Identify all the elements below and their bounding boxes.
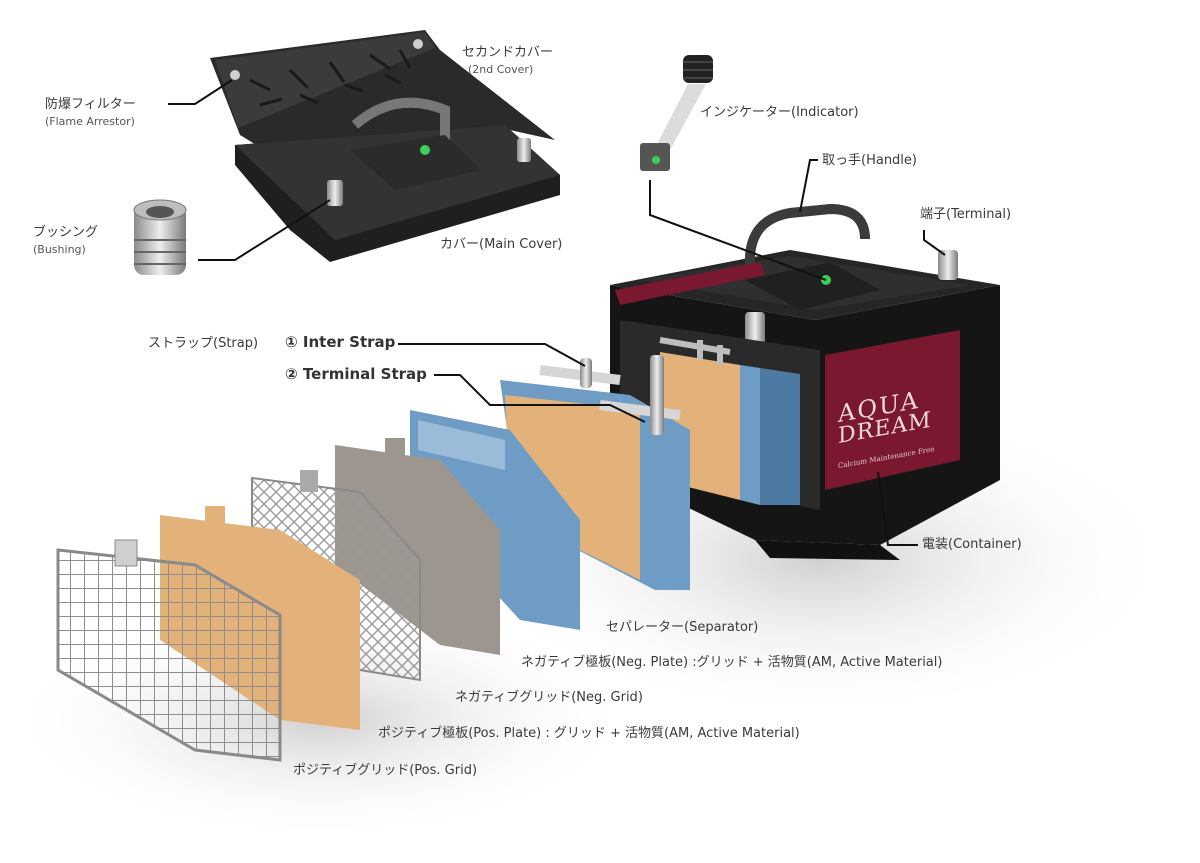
label-separator: セパレーター(Separator) <box>606 620 759 635</box>
leader-lines <box>168 79 946 546</box>
battery-terminal <box>938 250 958 280</box>
brand-label <box>825 330 960 490</box>
neg-plate <box>335 445 500 655</box>
label-terminal-strap: ② Terminal Strap <box>285 365 427 383</box>
label-indicator: インジケーター(Indicator) <box>700 105 859 120</box>
battery-handle <box>744 203 870 266</box>
label-inter-strap: ① Inter Strap <box>285 333 396 351</box>
battery-container <box>610 203 1000 560</box>
label-neg-grid: ネガティブグリッド(Neg. Grid) <box>455 690 643 705</box>
label-pos-grid: ポジティブグリッド(Pos. Grid) <box>293 763 478 778</box>
cover-terminal <box>517 138 531 162</box>
label-main-cover: カバー(Main Cover) <box>440 237 563 252</box>
indicator <box>640 55 713 171</box>
label-neg-plate: ネガティブ極板(Neg. Plate) :グリッド + 活物質(AM, Acti… <box>521 655 943 670</box>
label-flame-arrestor: 防爆フィルター (Flame Arrestor) <box>45 97 136 128</box>
separator <box>410 410 580 630</box>
label-container: 電装(Container) <box>922 537 1022 552</box>
cover-handle <box>351 97 450 150</box>
label-bushing: ブッシング (Bushing) <box>33 225 99 256</box>
label-terminal: 端子(Terminal) <box>920 207 1012 222</box>
label-handle: 取っ手(Handle) <box>822 153 917 168</box>
cover-indicator-eye <box>420 145 430 155</box>
main-cover <box>235 97 560 262</box>
bushing <box>133 199 187 275</box>
cover-terminal <box>327 180 343 206</box>
label-second-cover: セカンドカバー (2nd Cover) <box>462 45 554 76</box>
label-pos-plate: ポジティブ極板(Pos. Plate) : グリッド + 活物質(AM, Act… <box>378 726 800 741</box>
label-strap: ストラップ(Strap) <box>148 336 259 351</box>
pos-grid <box>56 548 282 762</box>
plate-block <box>500 355 690 590</box>
